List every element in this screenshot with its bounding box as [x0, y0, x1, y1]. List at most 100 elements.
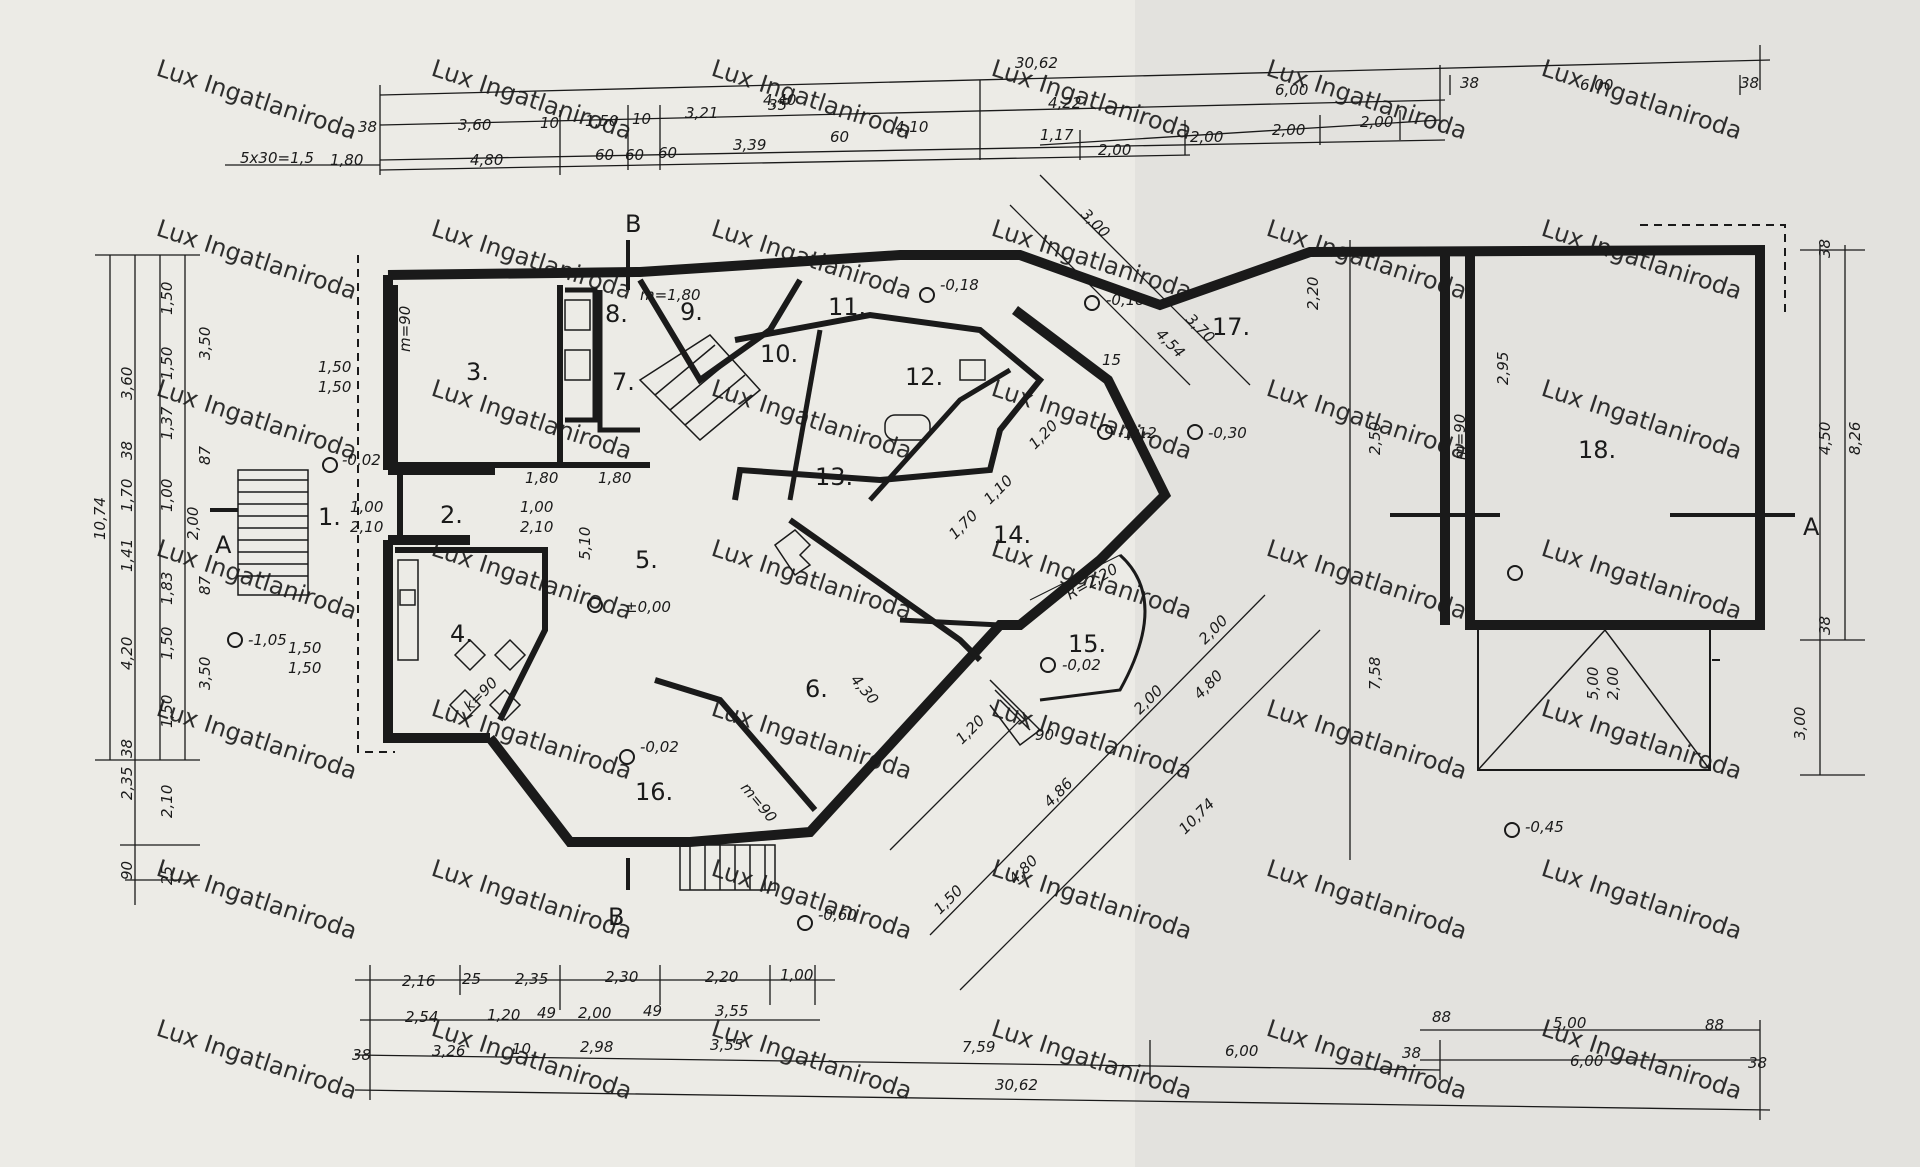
dim-text: 38	[1816, 616, 1834, 635]
dim-text: 1,41	[118, 539, 136, 572]
room-number: 18.	[1578, 436, 1616, 464]
dim-text: 7,59	[962, 1038, 995, 1056]
dim-text: 2,00	[1360, 113, 1393, 131]
dim-text: 2,00	[578, 1004, 611, 1022]
room-number: 2.	[440, 501, 463, 529]
walls	[383, 244, 1765, 847]
dim-text: 38	[1740, 74, 1759, 92]
dim-text: 1,00	[350, 498, 383, 516]
room-number: 6.	[805, 675, 828, 703]
dim-text: 2,20	[705, 968, 738, 986]
section-mark: B	[608, 903, 624, 931]
dim-text: 35	[768, 96, 787, 114]
dim-text: 3,21	[685, 104, 718, 122]
room-number: 5.	[635, 546, 658, 574]
dim-text: 38	[1402, 1044, 1421, 1062]
dim-text: 2,20	[1304, 277, 1322, 310]
dim-text: 1,80	[598, 469, 631, 487]
dim-text: 1,17	[1040, 126, 1074, 144]
dim-text: 1,00	[520, 498, 553, 516]
dim-text: 3,55	[710, 1036, 743, 1054]
dim-text: 1,20	[487, 1006, 520, 1024]
dim-text: 60	[658, 144, 677, 162]
dim-text: 1,50	[585, 112, 618, 130]
dim-text: 2,35	[118, 767, 136, 800]
dim-text: 5x30=1,5	[240, 149, 314, 167]
dim-text: 4,10	[895, 118, 928, 136]
dim-text: 6,00	[1275, 81, 1308, 99]
dim-text: 2,54	[405, 1008, 438, 1026]
dim-text: 3,60	[118, 367, 136, 400]
room-number: 14.	[993, 521, 1031, 549]
room-labels: 1. 2. 3. 4. 5. 6. 7. 8. 9. 10. 11. 12. 1…	[318, 293, 1616, 806]
dim-text: 5,00	[1553, 1014, 1586, 1032]
level-label: -0,02	[1062, 656, 1101, 674]
level-label: -0,02	[342, 451, 381, 469]
dim-text: 2,00	[1604, 667, 1622, 700]
level-label: -0,02	[640, 738, 679, 756]
dim-text: 1,50	[318, 378, 351, 396]
radius-line	[1029, 554, 1121, 601]
room-number: 11.	[828, 293, 866, 321]
dim-text: 25	[462, 970, 481, 988]
level-label: -0,45	[1525, 818, 1564, 836]
dim-text: 1,80	[525, 469, 558, 487]
level-label: -1,12	[1118, 424, 1157, 442]
dim-text: 3,39	[733, 136, 766, 154]
paper-fold-shade	[1135, 0, 1920, 1167]
dim-text: 60	[595, 146, 614, 164]
dim-text: 3,26	[432, 1042, 465, 1060]
dim-text: 3,50	[196, 657, 214, 690]
dim-text: 2,35	[515, 970, 548, 988]
level-markers	[227, 287, 1523, 931]
dimension-texts: 30,62 4,40 4,22 6,00 38 6,00 38 38 3,60 …	[91, 54, 1864, 1094]
dim-text: 60	[830, 128, 849, 146]
dim-text: 1,70	[118, 479, 136, 512]
dim-text: 2,10	[350, 518, 383, 536]
dim-text: 3,00	[1791, 707, 1809, 740]
dim-text: 1,50	[158, 347, 176, 380]
room-number: 4.	[450, 620, 473, 648]
dim-text: 5,00	[1584, 667, 1602, 700]
dim-text: 3,55	[715, 1002, 748, 1020]
dimension-lines	[95, 45, 1865, 1120]
dim-text: 15	[1102, 351, 1121, 369]
dim-text: 38	[358, 118, 377, 136]
dim-text: 1,50	[158, 282, 176, 315]
dim-text: 6,00	[1225, 1042, 1258, 1060]
dim-text: 2,00	[1272, 121, 1305, 139]
dim-text: 10	[540, 114, 559, 132]
level-label: -0,18	[1106, 291, 1145, 309]
room-number: 15.	[1068, 630, 1106, 658]
room-number: 3.	[466, 358, 489, 386]
room-number: 1.	[318, 503, 341, 531]
room-number: 9.	[680, 298, 703, 326]
section-mark: B	[625, 210, 641, 238]
dim-text: 1,00	[158, 479, 176, 512]
room-number: 17.	[1212, 313, 1250, 341]
dim-text: 4,80	[470, 151, 503, 169]
dim-text: 38	[1816, 239, 1834, 258]
garage-outline	[357, 224, 1786, 771]
dim-text: 3,60	[458, 116, 491, 134]
room-number: 12.	[905, 363, 943, 391]
dim-overall-bottom: 30,62	[995, 1076, 1038, 1094]
dim-text: 87	[196, 575, 214, 595]
dim-text: 4,22	[1048, 94, 1081, 112]
level-label: -1,05	[248, 631, 287, 649]
dim-text: 3,50	[196, 327, 214, 360]
level-label: ±0,00	[625, 598, 671, 616]
dim-text: 49	[643, 1002, 662, 1020]
dim-text: 60	[625, 146, 644, 164]
dim-text: 1,50	[158, 695, 176, 728]
dim-text: 38	[118, 739, 136, 758]
dim-text: 2,95	[1494, 352, 1512, 385]
room-number: 16.	[635, 778, 673, 806]
dim-text: 25	[158, 866, 176, 885]
dim-text: m=90	[396, 306, 414, 352]
dim-text: 2,16	[402, 972, 435, 990]
section-mark-labels: A A B B	[215, 210, 1820, 931]
dim-text: m=1,80	[640, 286, 701, 304]
dim-text: 2,00	[184, 507, 202, 540]
level-label: -0,30	[1208, 424, 1247, 442]
